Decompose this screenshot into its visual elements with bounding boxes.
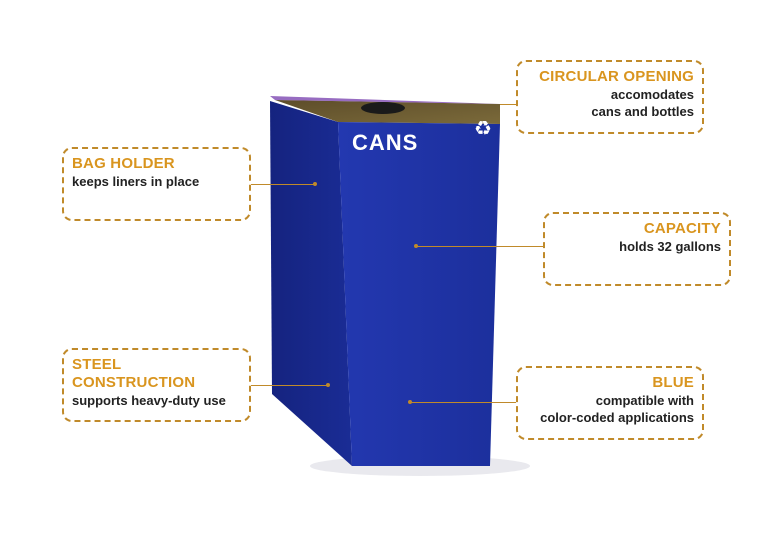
callout-blue: BLUE compatible with color-coded applica… bbox=[516, 366, 704, 440]
recycle-icon: ♻ bbox=[474, 116, 492, 140]
circular-opening bbox=[361, 102, 405, 114]
bin-label: CANS bbox=[352, 130, 419, 155]
callout-desc: compatible with bbox=[595, 393, 694, 408]
callout-desc: keeps liners in place bbox=[72, 174, 200, 189]
leader-capacity bbox=[416, 246, 544, 247]
callout-steel-construction: STEEL CONSTRUCTION supports heavy-duty u… bbox=[62, 348, 251, 422]
leader-blue bbox=[410, 402, 517, 403]
dot-blue bbox=[408, 400, 412, 404]
leader-circular-opening bbox=[500, 104, 517, 105]
bin-left-side bbox=[270, 101, 352, 466]
dot-steel bbox=[326, 383, 330, 387]
lid-edge bbox=[270, 96, 500, 104]
callout-title: CONSTRUCTION bbox=[72, 374, 196, 391]
callout-desc: color-coded applications bbox=[540, 410, 694, 425]
callout-desc: holds 32 gallons bbox=[619, 239, 721, 254]
bin-front bbox=[338, 122, 500, 466]
callout-desc: supports heavy-duty use bbox=[72, 393, 226, 408]
callout-title: CIRCULAR OPENING bbox=[539, 68, 694, 85]
callout-bag-holder: BAG HOLDER keeps liners in place bbox=[62, 147, 251, 221]
leader-steel bbox=[251, 385, 327, 386]
callout-desc: accomodates bbox=[610, 87, 694, 102]
dot-bag-holder bbox=[313, 182, 317, 186]
callout-desc: cans and bottles bbox=[591, 104, 694, 119]
dot-capacity bbox=[414, 244, 418, 248]
callout-capacity: CAPACITY holds 32 gallons bbox=[543, 212, 731, 286]
callout-title: CAPACITY bbox=[643, 220, 721, 237]
callout-circular-opening: CIRCULAR OPENING accomodates cans and bo… bbox=[516, 60, 704, 134]
leader-bag-holder bbox=[251, 184, 314, 185]
callout-title: BLUE bbox=[652, 374, 694, 391]
callout-title: BAG HOLDER bbox=[72, 155, 175, 172]
callout-title: STEEL bbox=[72, 356, 122, 373]
